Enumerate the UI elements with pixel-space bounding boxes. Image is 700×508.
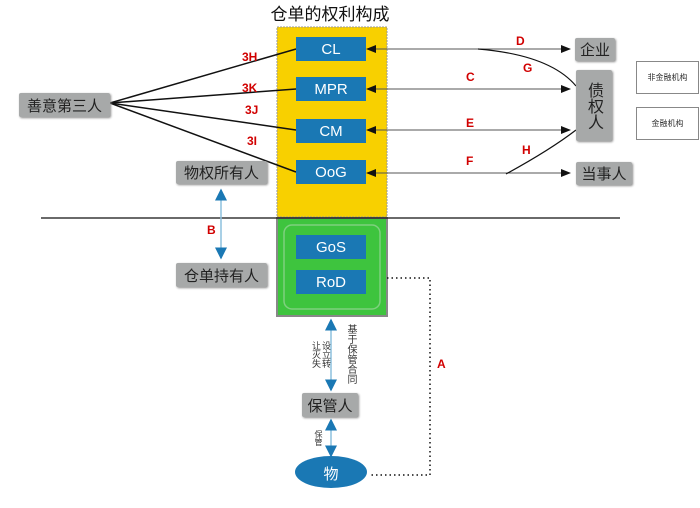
receipt-holder: 仓单持有人 [176,263,267,287]
right-arrows [366,45,571,177]
financial-institution: 金融机构 [636,107,699,140]
curve-h [505,129,577,175]
right-gos: GoS [296,235,366,259]
label-3k: 3K [242,81,258,95]
label-3j: 3J [245,103,259,117]
right-cl: CL [296,37,366,61]
custody-contract-note: 基于保管合同 [345,324,356,384]
goods: 物 [323,465,339,483]
fan-lines [109,48,297,173]
property-owner: 物权所有人 [176,161,267,184]
right-mpr: MPR [296,77,366,101]
curve-g [477,48,577,87]
non-financial-institution: 非金融机构 [636,61,699,94]
label-a: A [437,357,446,371]
bona-fide-third-party: 善意第三人 [19,93,110,117]
label-b: B [207,223,216,237]
dotted-line-a [370,277,431,476]
label-h: H [522,143,531,157]
label-c: C [466,70,475,84]
label-f: F [466,154,474,168]
label-d: D [516,34,525,48]
label-3h: 3H [242,50,258,64]
creditor: 债权人 [576,70,612,141]
green-box [276,217,388,317]
label-e: E [466,116,475,130]
party: 当事人 [576,162,632,185]
custodian: 保管人 [302,393,358,417]
right-rod: RoD [296,270,366,294]
green-inner [283,224,381,310]
enterprise: 企业 [575,38,615,61]
label-g: G [523,61,533,75]
create-transfer-extinguish-note: 设立转让灭失 [310,341,330,368]
right-oog: OoG [296,160,366,184]
goods-ellipse [295,456,367,488]
title: 仓单的权利构成 [270,5,390,25]
label-3i: 3I [247,134,258,148]
custody-note: 保管 [314,430,323,446]
right-cm: CM [296,119,366,143]
